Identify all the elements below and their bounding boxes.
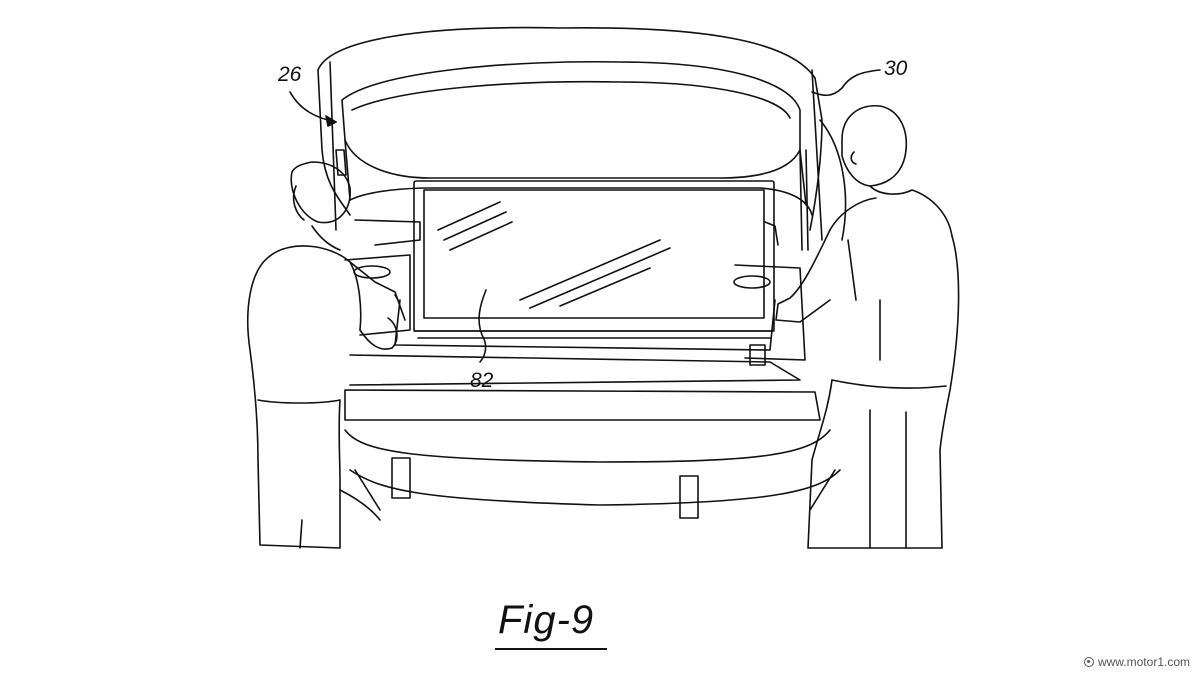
- figure-caption: Fig-9: [498, 598, 595, 642]
- person-right: [775, 105, 960, 549]
- leader-26-arrow: [325, 115, 337, 127]
- display-panel: [413, 180, 775, 339]
- figure-caption-underline: [495, 648, 607, 650]
- vehicle-body: [344, 119, 847, 519]
- leader-30: [811, 69, 881, 97]
- liftgate: [317, 26, 823, 251]
- watermark: www.motor1.com: [1083, 655, 1190, 669]
- watermark-text: www.motor1.com: [1097, 655, 1190, 669]
- ref-numeral-82: 82: [470, 369, 494, 392]
- ref-numeral-30: 30: [884, 57, 908, 80]
- person-left: [247, 161, 406, 549]
- leader-lines: [289, 69, 881, 363]
- globe-icon: [1083, 657, 1094, 667]
- ref-numeral-26: 26: [278, 63, 302, 86]
- leader-82: [478, 289, 487, 363]
